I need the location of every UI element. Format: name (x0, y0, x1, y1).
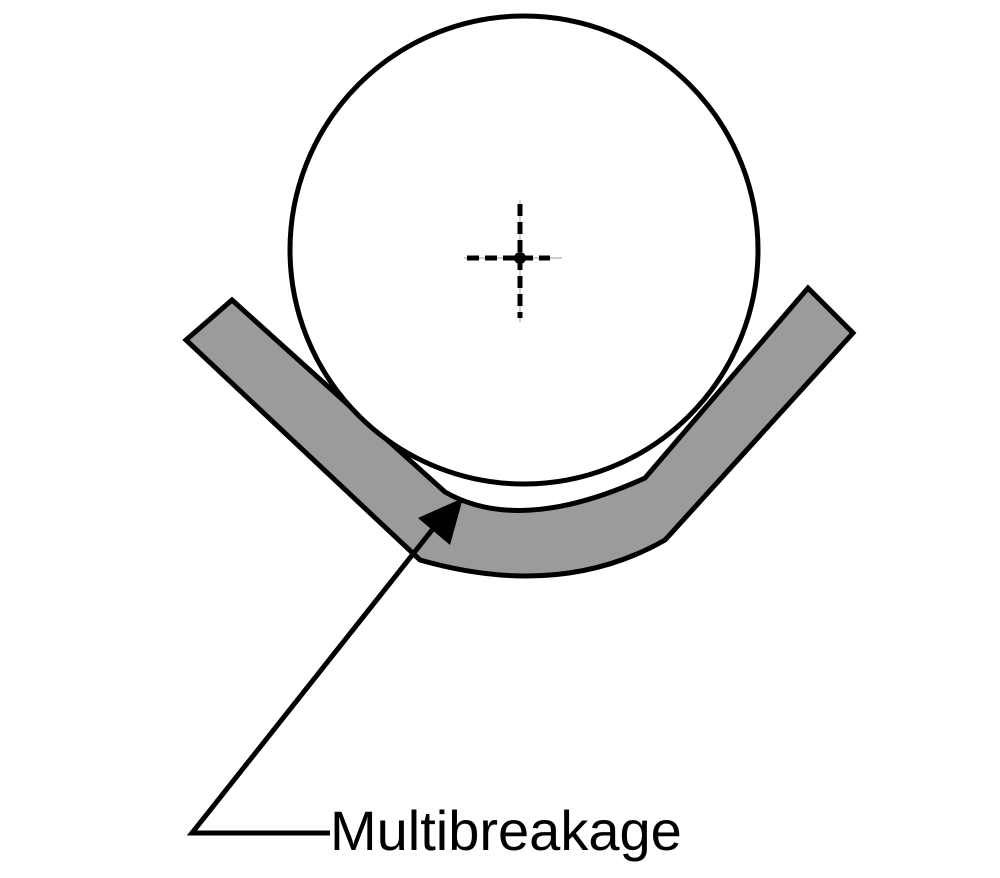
leader-arrow (186, 498, 463, 836)
center-crosshair (464, 200, 562, 322)
arrow-head (418, 498, 463, 545)
label-multibreakage: Multibreakage (330, 799, 682, 862)
roller-circle (287, 13, 761, 487)
bent-strip (182, 284, 857, 579)
